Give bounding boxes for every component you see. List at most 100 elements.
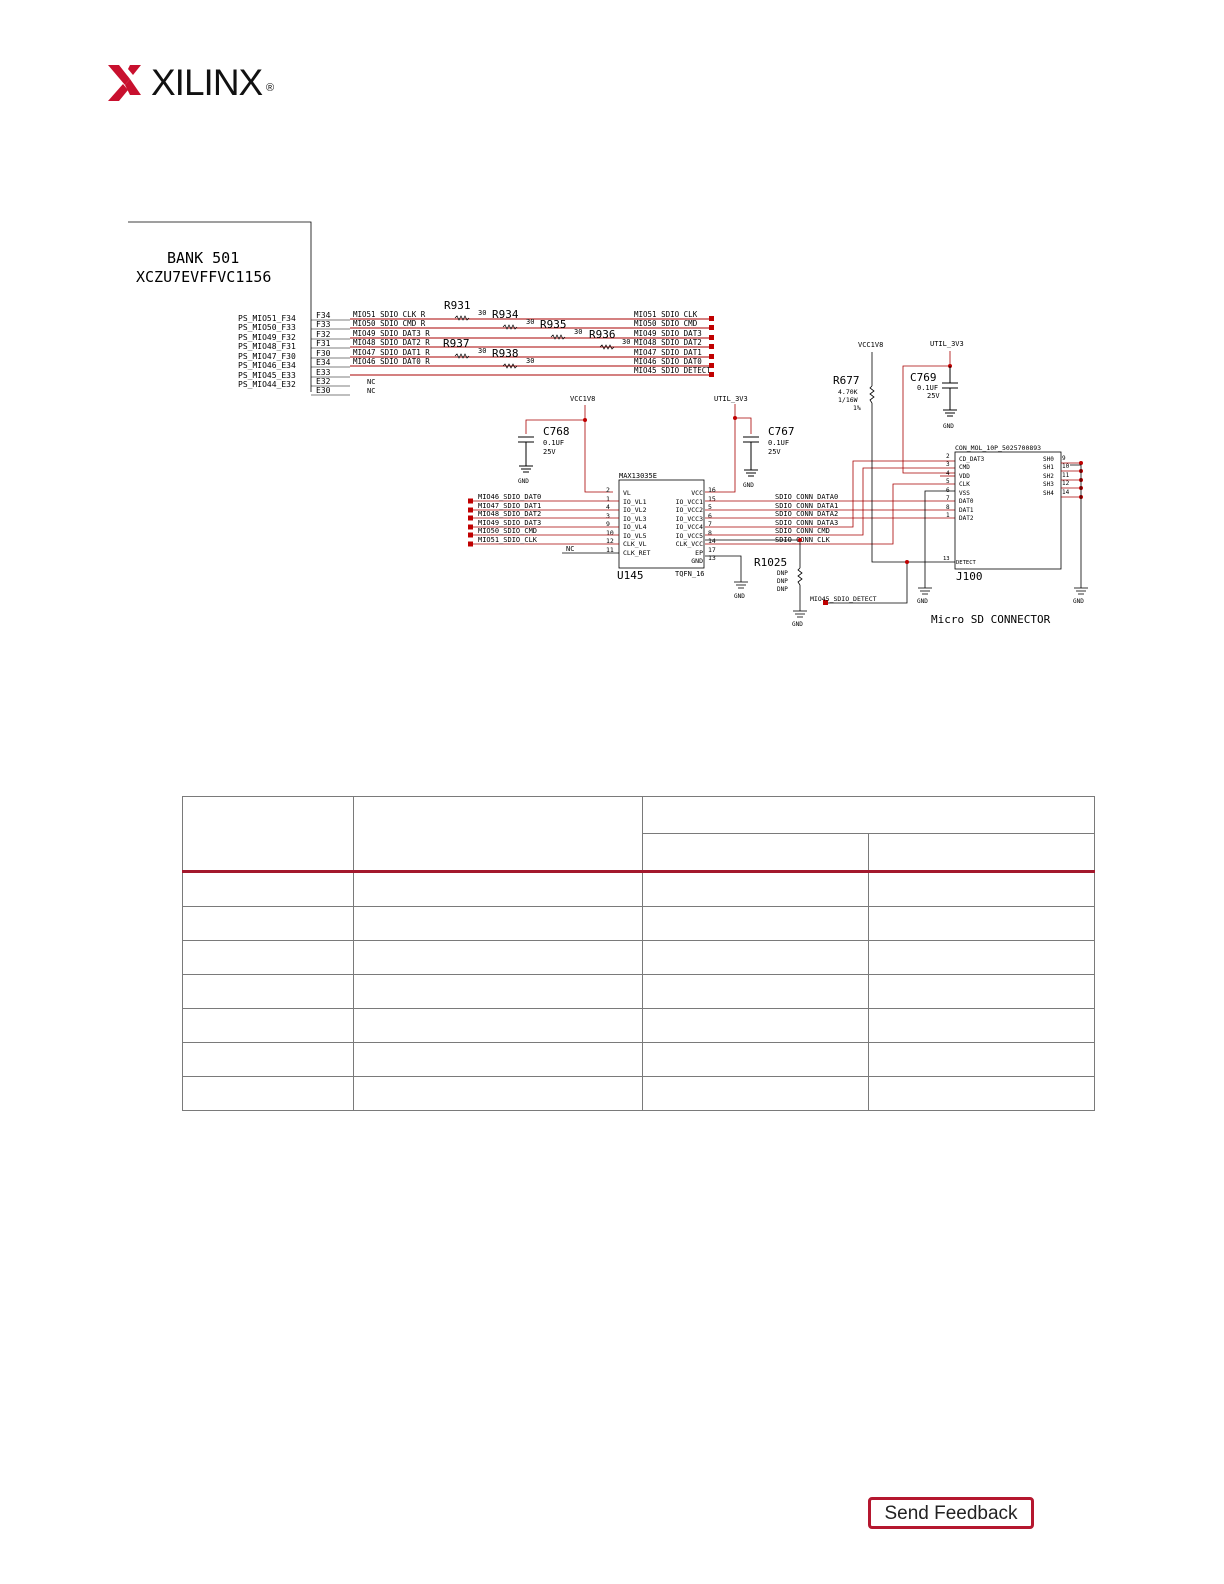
j100-pin-name: DAT2	[959, 515, 974, 522]
res-value: 30	[526, 357, 534, 365]
connector-net: SDIO_CONN_CMD	[775, 527, 830, 535]
util3v3-label: UTIL_3V3	[930, 340, 964, 348]
j100-pin-num: 5	[946, 478, 950, 485]
ps-pin-label: PS_MIO44_E32	[238, 380, 296, 389]
table-row	[182, 940, 1095, 975]
j100-shield-num: 12	[1062, 480, 1070, 487]
pin-id-label: F31	[316, 339, 331, 348]
util3v3-label: UTIL_3V3	[714, 395, 748, 403]
connector-net: SDIO_CONN_DATA3	[775, 519, 838, 527]
u145-pin-num: 1	[606, 495, 610, 503]
res-r936: R936	[589, 328, 616, 341]
u145-input-net: MIO46_SDIO_DAT0	[478, 493, 541, 501]
u145-pin-name: CLK_VCC	[676, 540, 703, 548]
left-net-label: MIO49_SDIO_DAT3_R	[353, 329, 430, 338]
res-value: 30	[622, 338, 630, 346]
c769-voltage: 25V	[927, 392, 940, 400]
left-net-label: MIO47_SDIO_DAT1_R	[353, 348, 430, 357]
send-feedback-button[interactable]: Send Feedback	[868, 1497, 1034, 1529]
u145-pin-name: CLK_VL	[623, 540, 647, 548]
signal-table	[182, 796, 1095, 1111]
right-net-label: MIO49_SDIO_DAT3	[634, 329, 702, 338]
res-value: 30	[574, 328, 582, 336]
right-net-label: MIO46_SDIO_DAT0	[634, 357, 702, 366]
u145-pin-name: IO_VL1	[623, 498, 647, 506]
j100-shield-num: 11	[1062, 472, 1070, 479]
xilinx-logo: XILINX ®	[108, 62, 283, 104]
j100-pin-num: 1	[946, 512, 950, 519]
c767-voltage: 25V	[768, 448, 781, 456]
u145-pin-num: 8	[708, 529, 712, 537]
net-port-marker	[709, 372, 714, 377]
table-header-cell	[642, 796, 1095, 834]
net-port-marker	[709, 325, 714, 330]
u145-input-net: MIO51_SDIO_CLK	[478, 536, 538, 544]
u145-pin-num: 17	[708, 546, 716, 554]
u145-package: TQFN_16	[675, 570, 705, 578]
table-header-cell	[868, 833, 1095, 873]
gnd-label: GND	[943, 423, 954, 430]
u145-pin-num: 5	[708, 503, 712, 511]
r677-tol: 1%	[853, 404, 861, 412]
left-net-label: MIO46_SDIO_DAT0_R	[353, 357, 430, 366]
c769-value: 0.1UF	[917, 384, 938, 392]
brand-name: XILINX	[151, 62, 263, 103]
j100-shield-num: 9	[1062, 455, 1066, 462]
ps-pin-label: PS_MIO45_E33	[238, 371, 296, 380]
net-port-marker	[709, 335, 714, 340]
net-port-marker	[709, 354, 714, 359]
left-net-label: MIO51_SDIO_CLK_R	[353, 310, 426, 319]
left-net-label: MIO48_SDIO_DAT2_R	[353, 338, 430, 347]
j100-pin-num: 8	[946, 504, 950, 511]
table-header-row	[183, 833, 1095, 873]
c768-value: 0.1UF	[543, 439, 564, 447]
j100-pin-name: CMD	[959, 464, 970, 471]
detect-net: MIO45_SDIO_DETECT	[810, 595, 877, 603]
u145-pin-num: 9	[606, 520, 610, 528]
res-value: 30	[526, 318, 534, 326]
table-row	[182, 1008, 1095, 1043]
net-wire	[705, 460, 955, 528]
res-r937: R937	[443, 337, 470, 350]
junction-dot	[798, 538, 802, 542]
gnd-label: GND	[518, 478, 529, 485]
net-port-marker	[823, 600, 828, 605]
vcc1v8-label: VCC1V8	[570, 395, 595, 403]
connector-net: SDIO_CONN_CLK	[775, 536, 831, 544]
j100-pin-name: DAT1	[959, 507, 974, 514]
right-net-label: MIO51_SDIO_CLK	[634, 310, 698, 319]
junction-dot	[1079, 461, 1083, 465]
net-port-marker	[709, 316, 714, 321]
ps-pin-label: PS_MIO46_E34	[238, 361, 296, 370]
u145-pin-name: IO_VL4	[623, 523, 647, 531]
ps-pin-label: PS_MIO51_F34	[238, 314, 296, 323]
pin-id-label: F33	[316, 320, 331, 329]
u145-pin-name: IO_VCC1	[676, 498, 703, 506]
j100-shield-name: SH3	[1043, 481, 1054, 488]
u145-pin-name: IO_VL5	[623, 532, 647, 540]
net-port-marker	[709, 344, 714, 349]
net-wire	[705, 467, 955, 536]
j100-shield-name: SH0	[1043, 456, 1054, 463]
right-net-label: MIO45_SDIO_DETECT	[634, 366, 711, 375]
u145-input-net: MIO50_SDIO_CMD	[478, 527, 537, 535]
bank-part: XCZU7EVFFVC1156	[136, 268, 271, 286]
nc-label: NC	[367, 378, 375, 386]
u145-pin-num: 10	[606, 529, 614, 537]
u145-pin-num: 7	[708, 520, 712, 528]
u145-pin-name: EP	[695, 549, 703, 557]
schematic-diagram: BANK 501 XCZU7EVFFVC1156 PS_MIO51_F34PS_…	[128, 221, 1088, 628]
pin-id-label: F32	[316, 330, 331, 339]
bank-title: BANK 501	[167, 249, 239, 267]
u145-pin-num: 11	[606, 546, 614, 554]
u145-pin-num: 13	[708, 554, 716, 562]
u145-pin-num: 16	[708, 486, 716, 494]
j100-detect: DETECT	[956, 560, 977, 566]
u145-input-net: MIO48_SDIO_DAT2	[478, 510, 541, 518]
net-port-marker	[468, 541, 473, 547]
junction-dot	[733, 416, 737, 420]
ps-pin-label: PS_MIO49_F32	[238, 333, 296, 342]
right-net-label: MIO50_SDIO_CMD	[634, 319, 698, 328]
right-net-label: MIO48_SDIO_DAT2	[634, 338, 702, 347]
table-header-cell	[352, 796, 644, 873]
